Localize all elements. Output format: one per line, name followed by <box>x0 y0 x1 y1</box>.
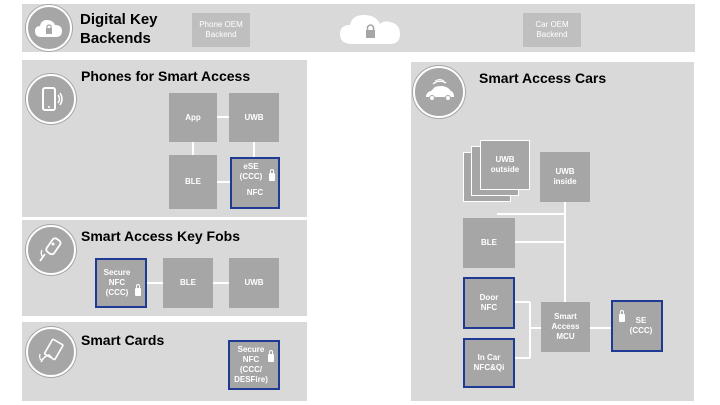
key-fob-icon <box>26 225 76 275</box>
cards-title: Smart Cards <box>81 332 165 348</box>
card-secure-nfc-box: Secure NFC (CCC/ DESFire) <box>228 340 280 390</box>
lock-icon <box>135 284 141 296</box>
lock-icon <box>268 350 274 362</box>
phone-uwb-box: UWB <box>229 93 279 142</box>
car-uwb-outside-box: UWB outside <box>480 140 530 190</box>
phone-oem-backend-box: Phone OEM Backend <box>192 13 250 47</box>
lock-icon <box>619 310 625 322</box>
phone-ese-label: eSE (CCC) <box>239 162 263 181</box>
smart-card-icon <box>26 327 76 377</box>
phones-title: Phones for Smart Access <box>81 68 251 84</box>
smartphone-icon <box>26 74 76 124</box>
car-in-car-nfc-qi-box: In Car NFC&Qi <box>463 338 515 388</box>
backends-title: Digital Key Backends <box>80 11 158 47</box>
phone-nfc-label: NFC <box>246 188 264 197</box>
car-icon <box>413 66 465 118</box>
phone-app-box: App <box>169 93 217 142</box>
car-oem-backend-box: Car OEM Backend <box>523 13 581 47</box>
car-se-box: SE (CCC) <box>611 300 663 352</box>
phone-ble-box: BLE <box>169 155 217 209</box>
cars-title: Smart Access Cars <box>479 70 607 86</box>
cloud-lock-icon <box>26 5 72 51</box>
fob-secure-nfc-box: Secure NFC (CCC) <box>95 258 147 308</box>
lock-icon <box>269 169 275 181</box>
fob-ble-box: BLE <box>163 258 213 308</box>
car-ble-box: BLE <box>463 218 515 268</box>
car-smart-access-mcu-box: Smart Access MCU <box>541 302 590 352</box>
cloud-lock-center-icon <box>338 12 404 51</box>
car-door-nfc-box: Door NFC <box>463 277 515 329</box>
fob-uwb-box: UWB <box>229 258 279 308</box>
phone-ese-nfc-box: eSE (CCC) NFC <box>230 157 280 209</box>
car-uwb-inside-box: UWB inside <box>540 152 590 202</box>
fobs-title: Smart Access Key Fobs <box>81 228 240 244</box>
